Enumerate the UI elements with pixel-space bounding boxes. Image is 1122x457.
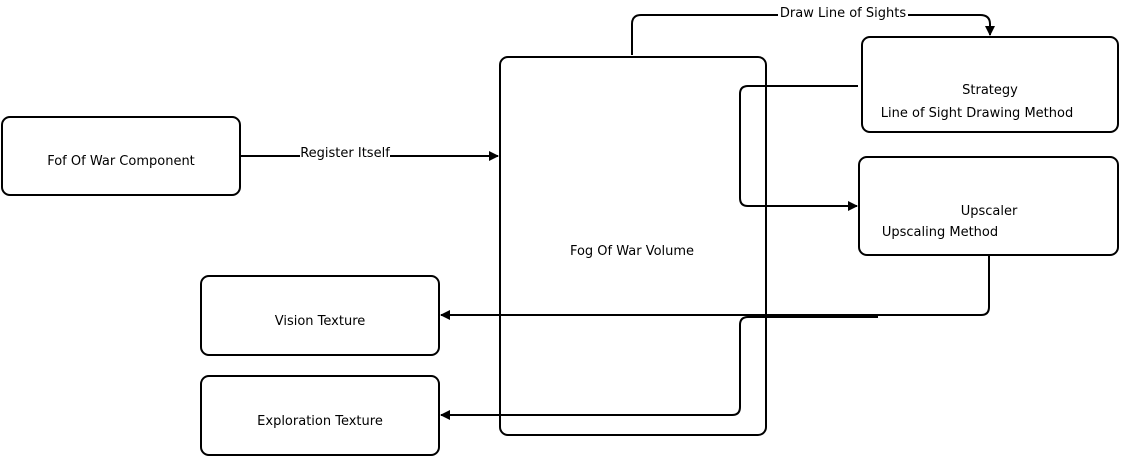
register-itself-label: Register Itself xyxy=(300,146,390,161)
exploration-texture-label: Exploration Texture xyxy=(257,414,383,429)
fog-of-war-volume-label: Fog Of War Volume xyxy=(570,244,694,259)
upscaler-node[interactable]: Upscaler Upscaling Method xyxy=(858,156,1119,256)
vision-texture-label: Vision Texture xyxy=(275,314,366,329)
fog-of-war-volume-node[interactable]: Fog Of War Volume xyxy=(499,56,767,436)
strategy-to-upscaler-edge xyxy=(739,85,858,211)
register-itself-edge: Register Itself xyxy=(240,146,499,161)
strategy-title: Strategy xyxy=(962,83,1018,98)
draw-line-of-sights-label: Draw Line of Sights xyxy=(780,6,906,21)
vision-texture-node[interactable]: Vision Texture xyxy=(200,275,440,356)
fog-of-war-component-label: Fof Of War Component xyxy=(47,154,195,169)
upscaler-subtitle: Upscaling Method xyxy=(882,225,998,240)
draw-line-of-sights-edge: Draw Line of Sights xyxy=(631,5,995,55)
exploration-texture-node[interactable]: Exploration Texture xyxy=(200,375,440,456)
strategy-subtitle: Line of Sight Drawing Method xyxy=(881,106,1073,121)
strategy-node[interactable]: Strategy Line of Sight Drawing Method xyxy=(861,36,1119,133)
upscaler-to-vision-texture-edge xyxy=(440,256,990,320)
to-exploration-texture-edge xyxy=(440,316,878,420)
fog-of-war-component-node[interactable]: Fof Of War Component xyxy=(1,116,241,196)
upscaler-title: Upscaler xyxy=(961,204,1018,219)
